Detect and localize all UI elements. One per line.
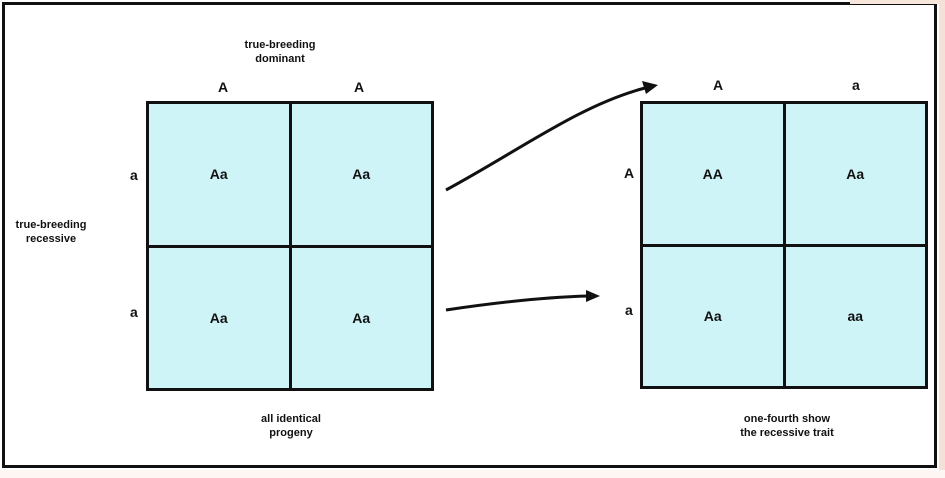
punnett-cell: AA	[643, 104, 783, 244]
left-row-label: a	[130, 304, 138, 320]
caption-line: true-breeding	[244, 39, 316, 51]
caption-line: dominant	[255, 53, 305, 65]
left-side-caption: true-breeding recessive	[6, 218, 96, 246]
edge-artifact	[850, 0, 945, 4]
edge-artifact	[939, 0, 945, 478]
left-col-label: A	[218, 79, 229, 95]
upper-arrow	[445, 86, 646, 192]
punnett-cell: Aa	[291, 104, 431, 245]
upper-arrowhead	[642, 81, 658, 94]
punnett-cell: Aa	[149, 247, 289, 388]
caption-line: recessive	[25, 233, 77, 245]
caption-line: progeny	[269, 427, 313, 439]
right-row-label: A	[624, 165, 635, 181]
left-col-label: A	[354, 79, 365, 95]
right-col-label: A	[713, 77, 724, 93]
right-bottom-caption: one-fourth show the recessive trait	[712, 412, 862, 440]
caption-line: the recessive trait	[740, 427, 834, 439]
left-bottom-caption: all identical progeny	[236, 412, 346, 440]
left-row-label: a	[130, 167, 138, 183]
lower-arrow	[445, 294, 589, 312]
punnett-cell: Aa	[643, 246, 783, 386]
left-top-caption: true-breeding dominant	[230, 38, 330, 66]
punnett-cell: aa	[785, 246, 925, 386]
caption-line: true-breeding	[15, 219, 87, 231]
right-col-label: a	[852, 77, 860, 93]
lower-arrowhead	[586, 290, 600, 302]
caption-line: one-fourth show	[743, 413, 831, 425]
left-punnett-square: Aa Aa Aa Aa	[146, 101, 434, 391]
edge-artifact	[0, 470, 945, 478]
right-row-label: a	[625, 302, 633, 318]
right-punnett-square: AA Aa Aa aa	[640, 101, 928, 389]
punnett-cell: Aa	[785, 104, 925, 244]
caption-line: all identical	[261, 413, 321, 425]
punnett-cell: Aa	[149, 104, 289, 245]
punnett-cell: Aa	[291, 247, 431, 388]
